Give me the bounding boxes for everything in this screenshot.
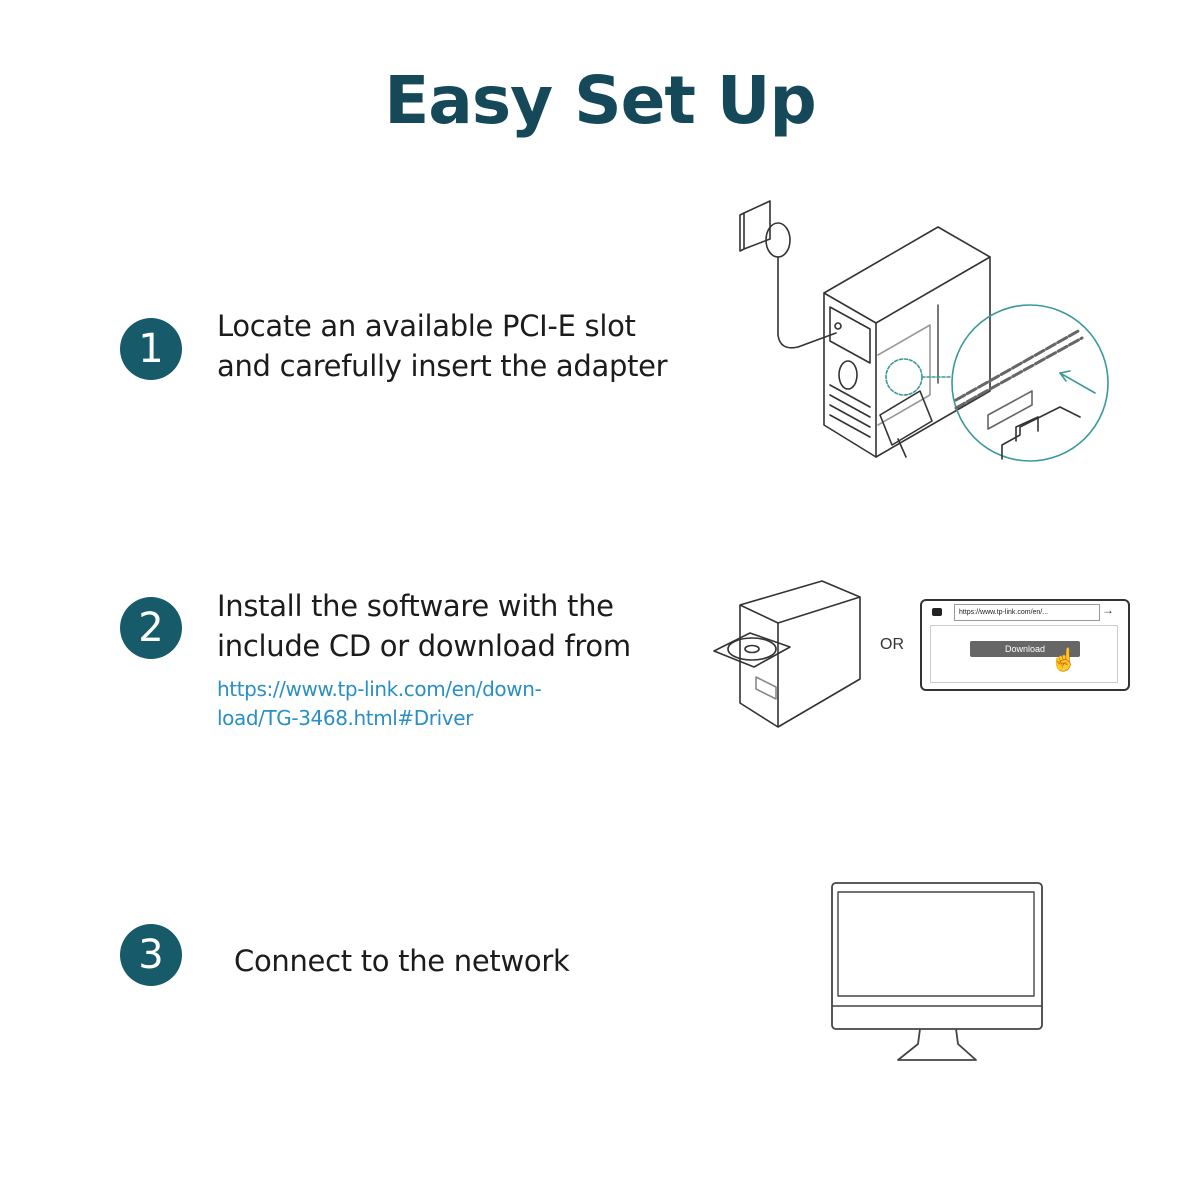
step-2-number: 2 <box>138 605 164 651</box>
step-1-text: Locate an available PCI-E slot and caref… <box>217 306 668 386</box>
step-1-line-2: and carefully insert the adapter <box>217 349 668 383</box>
step-2-line-1: Install the software with the <box>217 589 614 623</box>
page-title: Easy Set Up <box>384 62 817 139</box>
zoom-detail-circle <box>885 304 1109 462</box>
step-2-text: Install the software with the include CD… <box>217 586 631 666</box>
driver-download-link[interactable]: https://www.tp-link.com/en/down- load/TG… <box>217 675 542 733</box>
hand-cursor-icon: ☝ <box>1050 647 1078 672</box>
driver-link-line-1[interactable]: https://www.tp-link.com/en/down- <box>217 677 542 701</box>
step-3-number: 3 <box>138 932 164 978</box>
step-2-badge: 2 <box>120 597 182 659</box>
or-label: OR <box>880 636 904 653</box>
browser-content-area <box>930 625 1118 683</box>
pc-tower-icon <box>823 226 991 458</box>
browser-window-illustration: https://www.tp-link.com/en/... → Downloa… <box>920 599 1130 691</box>
forward-arrow-icon: → <box>1102 603 1114 617</box>
driver-link-line-2[interactable]: load/TG-3468.html#Driver <box>217 706 473 730</box>
step-2-line-2: include CD or download from <box>217 629 631 663</box>
step-1-badge: 1 <box>120 318 182 380</box>
wall-socket-icon <box>739 200 791 258</box>
step-3-line-1: Connect to the network <box>234 944 570 978</box>
pc-tower-pcie-insert-illustration <box>739 200 1109 462</box>
step-3-badge: 3 <box>120 924 182 986</box>
download-button-illustration: Download <box>970 641 1080 657</box>
cd-drive-tower-illustration <box>713 580 861 728</box>
cd-disc-icon <box>713 632 791 668</box>
power-cable <box>777 256 837 349</box>
step-3-text: Connect to the network <box>234 941 570 981</box>
browser-url-bar: https://www.tp-link.com/en/... <box>954 604 1100 621</box>
step-1-number: 1 <box>138 326 164 372</box>
step-1-line-1: Locate an available PCI-E slot <box>217 309 636 343</box>
monitor-illustration <box>831 882 1043 1061</box>
back-arrow-icon <box>932 608 942 616</box>
